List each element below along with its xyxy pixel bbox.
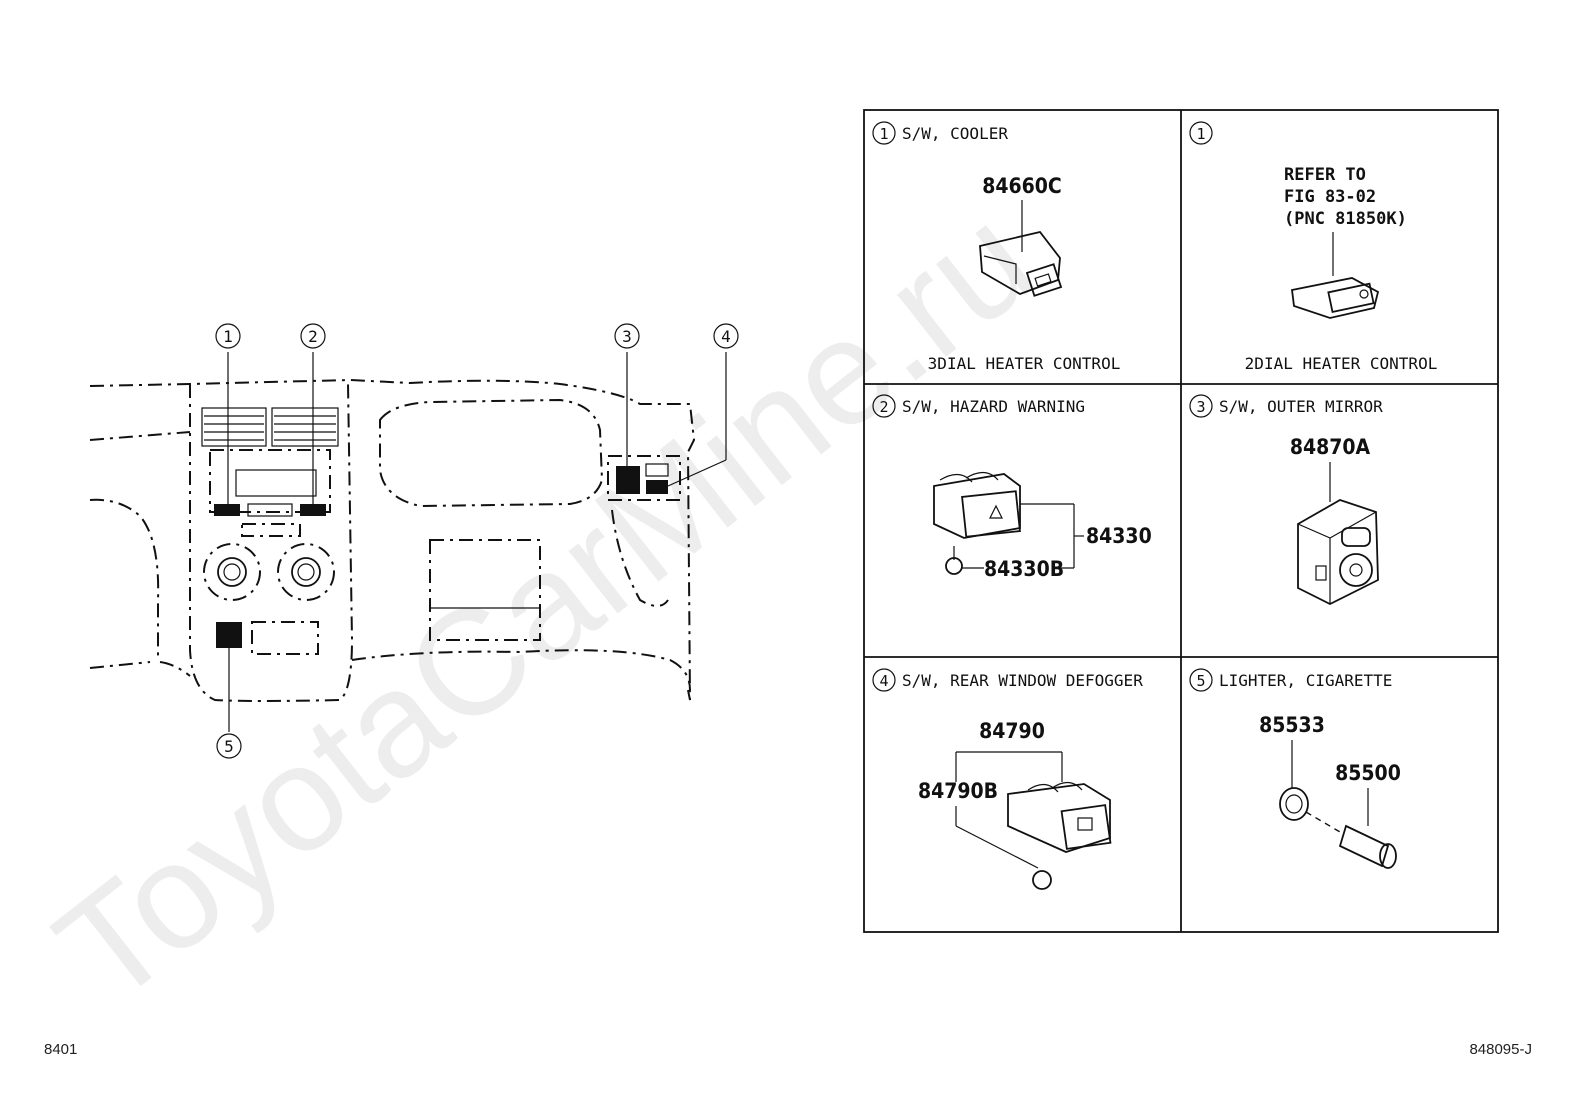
callout-1: 1 [215,323,241,349]
part-number: 85500 [1335,761,1401,785]
panel-refer: 1 REFER TO FIG 83-02 (PNC 81850K) 2DIAL … [1189,121,1438,373]
svg-text:1: 1 [223,327,233,346]
watermark: ToyotaCarMine.ru [26,174,1062,1035]
svg-text:5: 5 [1196,672,1205,690]
svg-text:4: 4 [879,672,888,690]
svg-text:4: 4 [721,327,731,346]
refer-line-1: REFER TO [1284,165,1366,185]
panel-sw-defogger: 4 S/W, REAR WINDOW DEFOGGER 84790 84790B [872,668,1143,890]
part-number: 84330B [984,557,1064,581]
callout-4: 4 [713,323,739,349]
parts-table [863,109,1499,933]
panel-title: S/W, OUTER MIRROR [1219,397,1383,416]
part-number: 84870A [1290,435,1371,459]
callout-2: 2 [300,323,326,349]
part-number: 84790B [918,779,998,803]
panel-title: S/W, COOLER [902,124,1008,143]
caption: 3DIAL HEATER CONTROL [928,354,1121,373]
svg-text:1: 1 [879,125,888,143]
footer-right: 848095-J [1469,1041,1532,1058]
svg-text:5: 5 [224,737,234,756]
svg-text:2: 2 [308,327,318,346]
callout-5: 5 [216,733,242,759]
panel-title: S/W, REAR WINDOW DEFOGGER [902,671,1143,690]
part-number: 84790 [979,719,1045,743]
panel-sw-outer-mirror: 3 S/W, OUTER MIRROR 84870A [1189,394,1383,606]
part-number: 84660C [982,174,1062,198]
part-number: 85533 [1259,713,1325,737]
panel-title: LIGHTER, CIGARETTE [1219,671,1392,690]
refer-line-3: (PNC 81850K) [1284,209,1407,229]
panel-lighter: 5 LIGHTER, CIGARETTE 85533 85500 [1189,668,1401,869]
footer-left: 8401 [44,1041,77,1058]
svg-text:3: 3 [622,327,632,346]
svg-text:3: 3 [1196,398,1205,416]
dashboard-overview: 1 2 3 4 5 [89,323,739,759]
refer-line-2: FIG 83-02 [1284,187,1376,207]
panel-sw-cooler: 1 S/W, COOLER 84660C 3DIAL HEATER CONTRO… [872,121,1121,373]
callout-3: 3 [614,323,640,349]
panel-sw-hazard: 2 S/W, HAZARD WARNING 84330 84330B [872,394,1152,581]
part-number: 84330 [1086,524,1152,548]
svg-text:2: 2 [879,398,888,416]
caption: 2DIAL HEATER CONTROL [1245,354,1438,373]
panel-title: S/W, HAZARD WARNING [902,397,1085,416]
svg-text:1: 1 [1196,125,1205,143]
